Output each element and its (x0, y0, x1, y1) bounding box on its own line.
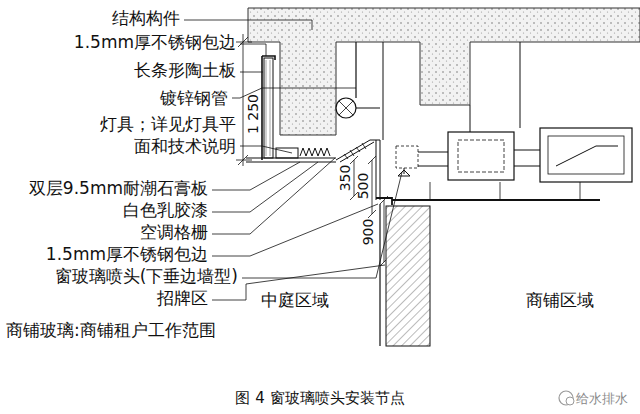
part-label: 结构构件 (112, 7, 180, 29)
part-label: 双层9.5mm耐潮石膏板 (29, 177, 208, 199)
structural-slab (248, 8, 640, 135)
bulkhead-board (370, 140, 380, 200)
ceiling-hanger (430, 182, 580, 200)
duct-damper (556, 146, 618, 166)
area-label: 中庭区域 (261, 289, 329, 311)
part-label: 灯具；详见灯具平 面和技术说明 (93, 113, 236, 157)
part-label: 镀锌钢管 (160, 87, 228, 109)
air-duct (448, 132, 514, 180)
watermark-icon (559, 391, 573, 405)
stainless-edge (262, 56, 275, 160)
watermark-icon (566, 397, 574, 405)
dimension-line (350, 156, 388, 266)
shop-wall (386, 206, 430, 346)
figure-caption: 图 4 窗玻璃喷头安装节点 (235, 389, 404, 408)
part-label: 商铺玻璃:商铺租户工作范围 (6, 319, 216, 341)
pipe-cross (339, 101, 353, 115)
watermark: 给水排水 (576, 390, 628, 407)
part-label: 白色乳胶漆 (123, 199, 208, 221)
dimension-value: 1 250 (244, 94, 262, 134)
dimension-value: 500 (354, 173, 372, 200)
ceramic-panel (264, 58, 273, 158)
part-label: 长条形陶土板 (134, 59, 236, 81)
duct-inner (458, 140, 504, 172)
dimension-value: 350 (336, 165, 354, 192)
duct-inner (548, 136, 624, 174)
part-label: 窗玻璃喷头(下垂边墙型) (55, 265, 238, 287)
part-label: 空调格栅 (140, 221, 208, 243)
part-label: 招牌区 (157, 287, 208, 309)
part-label: 1.5mm厚不锈钢包边 (74, 31, 236, 53)
pipe-section (336, 98, 356, 118)
window-sprinkler (398, 168, 410, 176)
hanger-rod (383, 42, 384, 140)
panel-grooves (266, 60, 270, 156)
dimension-value: 900 (359, 219, 377, 246)
air-duct (540, 128, 632, 182)
fixture-coil (300, 148, 330, 156)
shop-ceiling (392, 199, 600, 201)
shop-glass (379, 204, 380, 346)
grille-blades (344, 143, 366, 159)
light-fixture (276, 148, 298, 158)
area-label: 商铺区域 (526, 289, 594, 311)
part-label: 1.5mm厚不锈钢包边 (46, 243, 208, 265)
gypsum-ceiling (246, 158, 336, 162)
sign-frame (396, 146, 418, 168)
